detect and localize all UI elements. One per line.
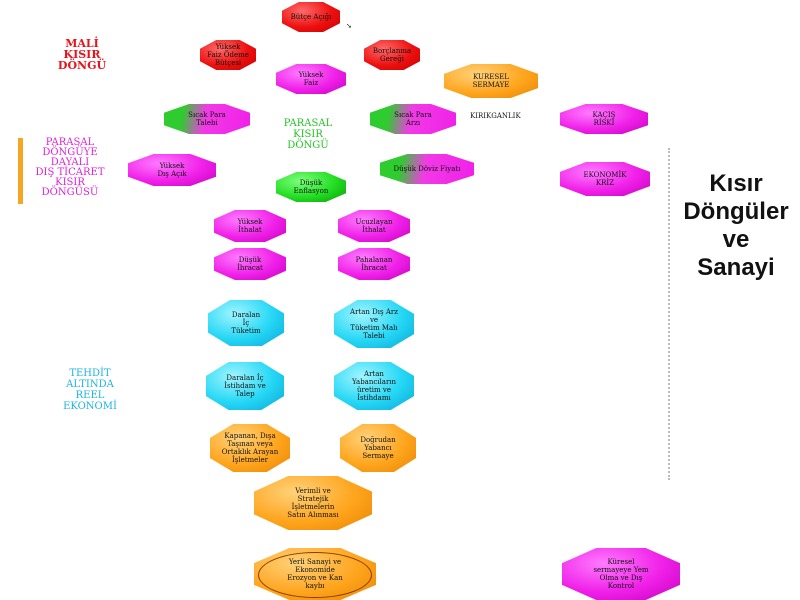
node-pahalanan-ihracat: Pahalanan İhracat — [338, 248, 410, 280]
node-kapanan-isletmeler: Kapanan, Dışa Taşınan veya Ortaklık Aray… — [210, 424, 290, 472]
node-daralan-ic-istihdam: Daralan İç İstihdam ve Talep — [206, 362, 284, 410]
node-ucuzlayan-ithalat: Ucuzlayan İthalat — [338, 210, 410, 242]
arrow-icon: ➘ — [346, 22, 352, 30]
label-kirilganlik: KIRIKGANLIK — [470, 112, 521, 120]
node-yuksek-faiz: Yüksek Faiz — [276, 64, 346, 94]
node-kuresel-sermaye: KURESEL SERMAYE — [444, 64, 538, 98]
accent-bar — [18, 138, 23, 204]
label-parasal-kisir-dongu: PARASAL KISIR DÖNGÜ — [283, 118, 333, 151]
node-butce-acigi: Bütçe Açığı — [282, 2, 340, 32]
node-yuksek-dis-acik: Yüksek Dış Açık — [128, 154, 216, 186]
node-kacis-riski: KAÇIŞ RİSKİ — [560, 104, 648, 134]
highlight-ring — [258, 552, 372, 598]
node-kuresel-sermayeye: Küresel sermayeye Yem Olma ve Dış Kontro… — [562, 548, 680, 600]
node-dogrudan-yabanci: Doğrudan Yabancı Sermaye — [340, 424, 416, 472]
label-mali-kisir-dongu: MALİ KISIR DÖNGÜ — [57, 37, 107, 72]
main-title: Kısır Döngüler ve Sanayi — [683, 170, 789, 281]
label-parasal-dis-ticaret: PARASAL DÖNGÜYE DAYALI DIŞ TİCARET KISIR… — [35, 137, 105, 198]
dotted-divider — [668, 148, 670, 480]
node-sicak-para-talebi: Sıcak Para Talebi — [164, 104, 250, 134]
label-tehdit-altinda-reel-ekonomi: TEHDİT ALTINDA REEL EKONOMİ — [63, 368, 117, 412]
node-borclanma-geregi: Borçlanma Gereği — [364, 40, 420, 70]
node-dusuk-enflasyon: Düşük Enflasyon — [276, 172, 346, 202]
node-artan-yabancilarin: Artan Yabancıların üretim ve İstihdamı — [334, 362, 414, 410]
node-yuksek-faiz-odeme: Yüksek Faiz Ödeme Bütçesi — [200, 40, 256, 70]
node-daralan-ic-tuketim: Daralan İç Tüketim — [208, 300, 284, 346]
node-artan-dis-arz: Artan Dış Arz ve Tüketim Malı Talebi — [334, 300, 414, 348]
node-verimli-stratejik: Verimli ve Stratejik İşletmelerin Satın … — [254, 476, 372, 530]
node-ekonomik-kriz: EKONOMİK KRİZ — [560, 162, 650, 196]
node-dusuk-ihracat: Düşük İhracat — [214, 248, 286, 280]
node-sicak-para-arzi: Sıcak Para Arzı — [370, 104, 456, 134]
node-dusuk-doviz-fiyati: Düşük Döviz Fiyatı — [380, 154, 474, 184]
node-yuksek-ithalat: Yüksek İthalat — [214, 210, 286, 242]
